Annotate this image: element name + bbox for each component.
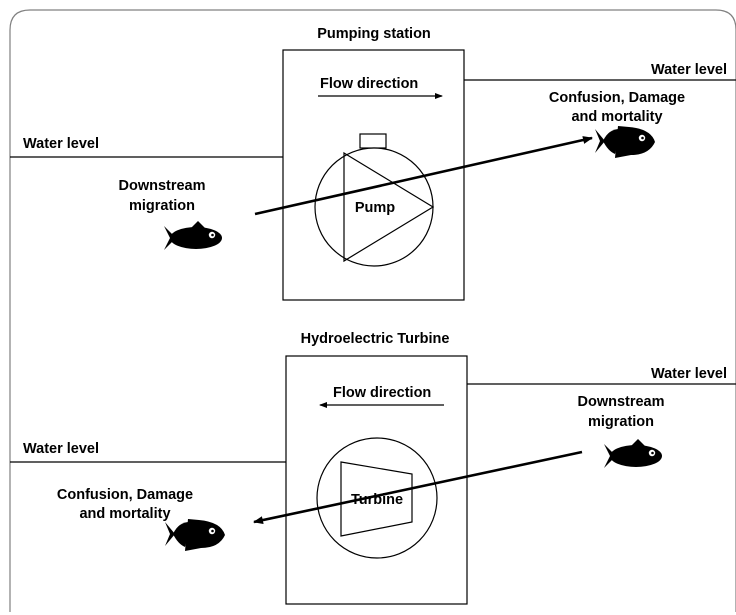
fish-icon (164, 221, 222, 250)
pump-outlet-nozzle (359, 133, 387, 149)
pump-migration-label-line1: Downstream (118, 178, 205, 194)
turbine-section: Hydroelectric Turbine Flow direction Wat… (10, 331, 736, 605)
injured-fish-icon (165, 519, 225, 551)
turbine-water-level-left-label: Water level (23, 441, 99, 457)
fish-icon (604, 439, 662, 468)
turbine-outcome-label-line1: Confusion, Damage (57, 487, 193, 503)
pump-migration-label-line2: migration (129, 198, 195, 214)
pumping-station-box (282, 49, 465, 301)
turbine-title: Hydroelectric Turbine (301, 331, 450, 347)
turbine-box (285, 355, 468, 605)
injured-fish-icon (595, 126, 655, 158)
outer-frame (9, 9, 736, 612)
turbine-flow-direction-label: Flow direction (333, 385, 431, 401)
turbine-migration-label-line2: migration (588, 414, 654, 430)
pump-water-level-right-label: Water level (651, 62, 727, 78)
turbine-casing-circle (316, 437, 438, 559)
turbine-symbol (316, 437, 438, 559)
turbine-fish-path-arrow (253, 450, 583, 525)
pump-flow-direction-label: Flow direction (320, 76, 418, 92)
turbine-trapezoid (340, 461, 413, 537)
turbine-water-level-right-label: Water level (651, 366, 727, 382)
pump-outcome-label-line1: Confusion, Damage (549, 90, 685, 106)
pumping-station-section: Pumping station Flow direction Water lev… (10, 26, 736, 301)
pumping-station-title: Pumping station (317, 26, 431, 42)
pump-triangle (343, 151, 435, 263)
turbine-outcome-label-line2: and mortality (79, 506, 170, 522)
turbine-label: Turbine (351, 492, 403, 508)
pump-symbol (314, 133, 435, 267)
pump-fish-path-arrow (254, 136, 593, 216)
pump-water-level-left-label: Water level (23, 136, 99, 152)
pump-outcome-label-line2: and mortality (571, 109, 662, 125)
pump-label: Pump (355, 200, 395, 216)
turbine-migration-label-line1: Downstream (577, 394, 664, 410)
